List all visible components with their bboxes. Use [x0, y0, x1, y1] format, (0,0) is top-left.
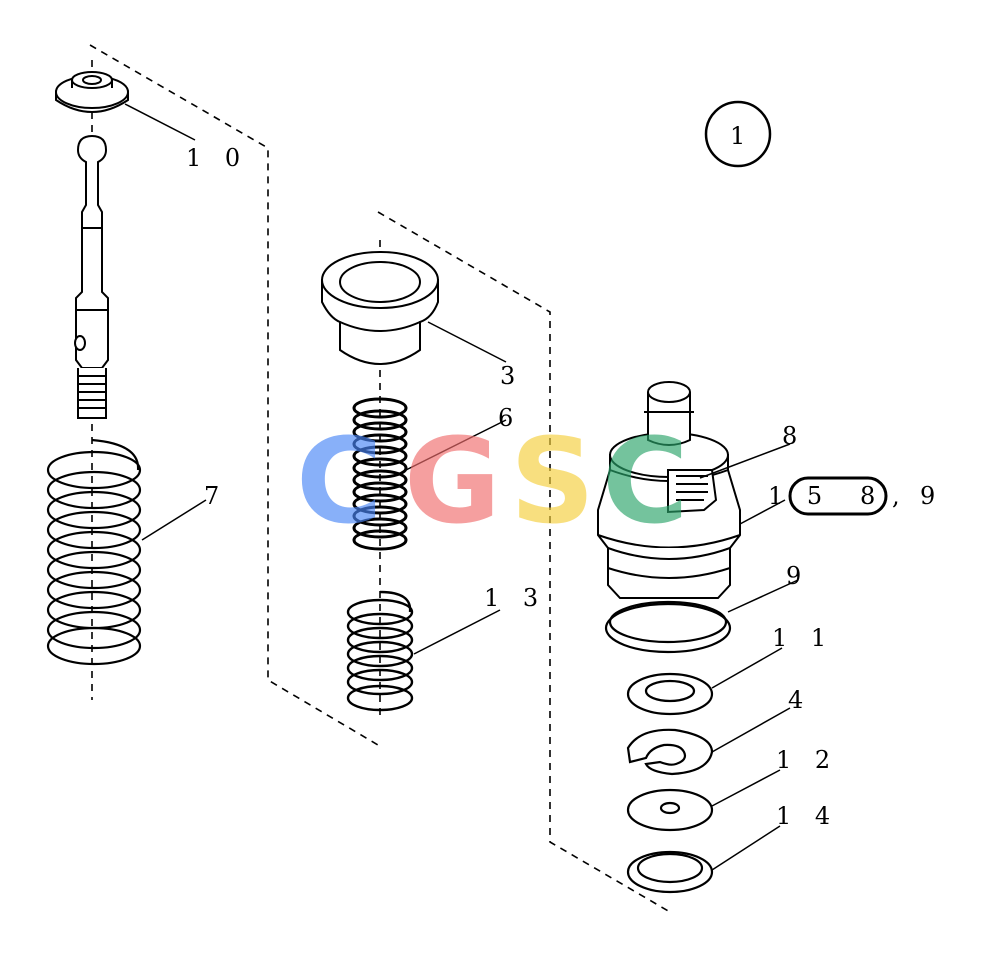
- reference-box-label: 8: [860, 482, 883, 510]
- figure-number: 1: [730, 122, 745, 150]
- leader-12: [711, 769, 781, 807]
- figure-number-badge: 1: [704, 100, 772, 168]
- leader-10: [124, 103, 196, 141]
- callout-6: 6: [498, 404, 521, 432]
- part-4-clip: [626, 728, 714, 776]
- part-6-dense-spring: [352, 397, 408, 551]
- leader-15: [739, 499, 786, 525]
- watermark-letter-3: S: [510, 412, 595, 550]
- leader-8: [699, 443, 791, 479]
- callout-11: 1 1: [772, 624, 834, 652]
- callout-3: 3: [500, 362, 523, 390]
- part-12-washer: [626, 788, 714, 832]
- part-11-washer: [626, 672, 714, 716]
- frame-middle: [377, 211, 671, 913]
- leader-6: [401, 419, 507, 473]
- leader-7: [141, 499, 207, 541]
- callout-7: 7: [204, 482, 227, 510]
- reference-separator: ,: [892, 482, 908, 510]
- callout-14: 1 4: [776, 802, 838, 830]
- valve-stem: [74, 134, 109, 419]
- reference-tail: 9: [920, 482, 943, 510]
- watermark-letter-1: C: [296, 412, 383, 550]
- leader-4: [711, 707, 791, 753]
- watermark-letter-2: G: [404, 412, 501, 550]
- leader-13: [413, 609, 501, 655]
- valve-body: [597, 381, 741, 599]
- part-9-ring: [604, 600, 732, 654]
- callout-4: 4: [788, 686, 811, 714]
- reference-box: [788, 476, 888, 516]
- part-14-washer: [626, 850, 714, 894]
- leader-lines: [124, 103, 799, 871]
- leader-14: [711, 825, 781, 871]
- leader-3: [427, 321, 507, 363]
- callout-labels: 1 0 3 6 8 7 1 5 8 , 9 9 1 3 1 1 4 1 2 1 …: [186, 144, 943, 830]
- callout-10: 1 0: [186, 144, 248, 172]
- part-13-small-spring: [346, 590, 414, 712]
- part-3-cup: [321, 251, 439, 365]
- part-10-cap: [55, 71, 129, 113]
- part-7-large-spring: [46, 438, 142, 666]
- callout-8: 8: [782, 422, 805, 450]
- leader-11: [711, 647, 783, 689]
- callout-12: 1 2: [776, 746, 838, 774]
- leader-9: [727, 579, 799, 613]
- callout-15: 1 5: [768, 482, 830, 510]
- callout-13: 1 3: [484, 584, 546, 612]
- frame-left: [89, 44, 379, 746]
- watermark: C G S C: [296, 412, 689, 550]
- watermark-letter-4: C: [602, 412, 689, 550]
- callout-9: 9: [786, 562, 809, 590]
